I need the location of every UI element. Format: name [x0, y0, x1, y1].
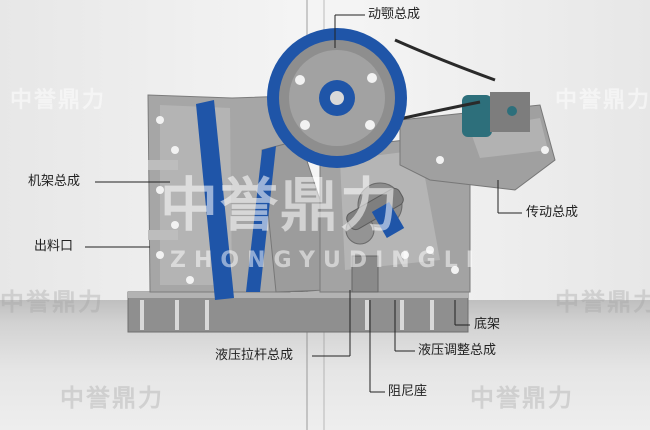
watermark-floor-bottom-left: 中誉鼎力: [60, 384, 164, 412]
watermark-pinyin: ZHONGYUDINGLI: [170, 248, 482, 273]
label-base: 底架: [474, 317, 501, 332]
label-hydraulic-adjust: 液压调整总成: [418, 343, 497, 358]
hydraulic-rod-assembly: [346, 187, 405, 238]
label-flywheel: 动颚总成: [368, 7, 421, 22]
drive-belt: [394, 38, 496, 82]
watermark-brand-right: 中誉鼎力: [555, 88, 650, 113]
watermark-floor-bottom-right: 中誉鼎力: [470, 384, 574, 412]
damper-seat: [351, 255, 379, 293]
fixed-jaw-liner: [196, 100, 234, 300]
drive-assembly: [399, 92, 556, 191]
label-drive: 传动总成: [526, 205, 579, 220]
label-hydraulic-rod: 液压拉杆总成: [215, 348, 294, 363]
base-frame: [127, 291, 469, 333]
watermark-floor-right: 中誉鼎力: [555, 288, 650, 316]
watermark-floor-left: 中誉鼎力: [0, 288, 104, 316]
watermark-brand-center: 中誉鼎力: [160, 171, 401, 239]
label-frame: 机架总成: [28, 174, 81, 189]
flywheel: [267, 28, 407, 168]
label-damper: 阻尼座: [388, 384, 428, 399]
leader-lines: [85, 14, 522, 393]
label-discharge: 出料口: [34, 239, 74, 254]
watermark-brand-left: 中誉鼎力: [10, 88, 107, 113]
